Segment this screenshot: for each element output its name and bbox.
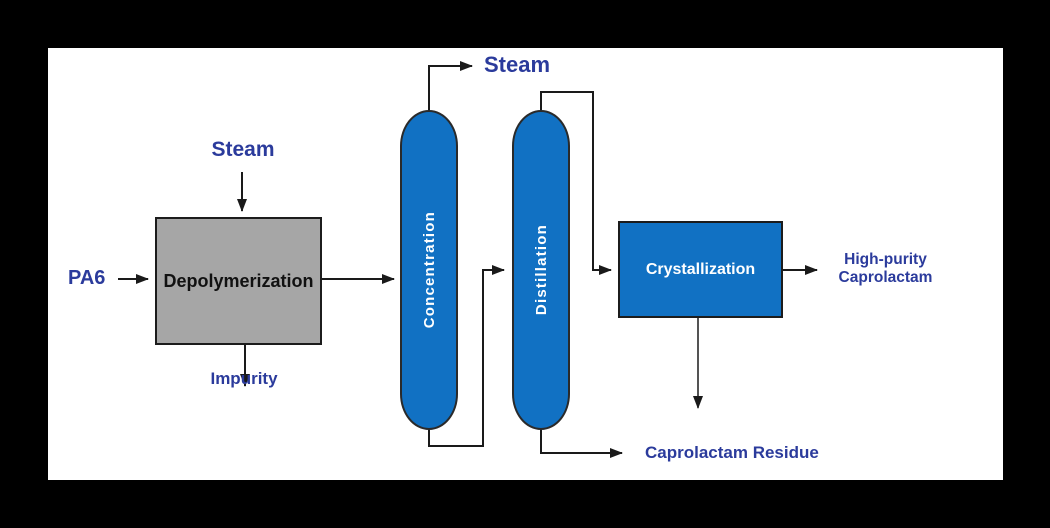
steam-in-label: Steam xyxy=(211,138,275,161)
depolymerization-box: Depolymerization xyxy=(155,217,322,345)
distillation-overhead-to-crystallization-arrow xyxy=(540,91,612,275)
high-purity-line1: High-purity xyxy=(844,251,927,268)
depolymerization-label: Depolymerization xyxy=(163,270,314,291)
concentration-column: Concentration xyxy=(400,110,458,430)
distillation-label: Distillation xyxy=(532,224,550,316)
concentration-overhead-steam-arrow xyxy=(428,61,473,112)
high-purity-line2: Caprolactam xyxy=(838,268,933,286)
distillation-bottoms-residue-arrow xyxy=(540,428,623,458)
concentration-bottoms-to-distillation-arrow xyxy=(428,265,505,447)
caprolactam-residue-label: Caprolactam Residue xyxy=(645,443,819,462)
crystallization-label: Crystallization xyxy=(645,260,756,278)
flow-connectors xyxy=(118,61,818,458)
concentration-label: Concentration xyxy=(420,211,438,329)
distillation-column: Distillation xyxy=(512,110,570,430)
diagram-paper: Depolymerization Concentration Distillat… xyxy=(48,48,1003,480)
crystallization-box: Crystallization xyxy=(618,221,783,318)
impurity-label: Impurity xyxy=(210,369,278,388)
pa6-label: PA6 xyxy=(68,267,106,289)
high-purity-caprolactam-label: High-purity Caprolactam xyxy=(828,251,943,287)
steam-overhead-label: Steam xyxy=(484,52,551,77)
